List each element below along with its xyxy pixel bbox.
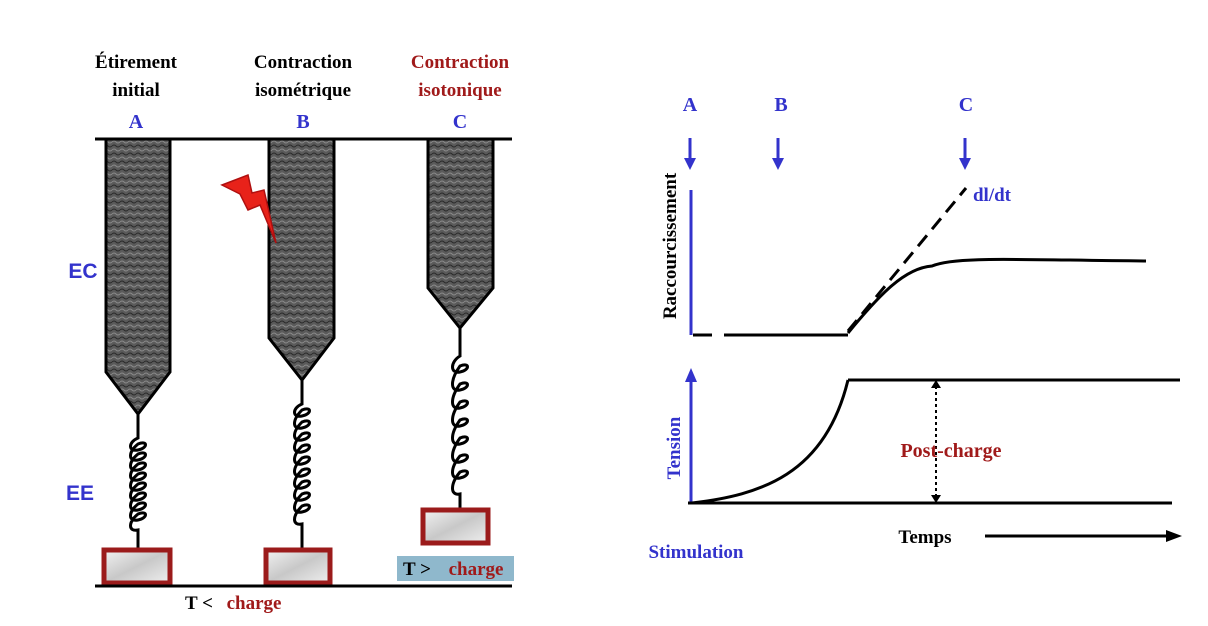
c-label-highlight bbox=[397, 556, 514, 581]
tension-axis bbox=[685, 368, 697, 503]
lightning-bolt-icon bbox=[220, 173, 277, 244]
weight-b bbox=[263, 547, 333, 586]
y-label-shortening: Raccourcissement bbox=[660, 172, 681, 319]
col-b-letter: B bbox=[296, 111, 309, 133]
marker-b: B bbox=[774, 94, 787, 116]
spring-c bbox=[451, 328, 469, 508]
weight-c bbox=[420, 507, 491, 546]
bottom-label-charge: charge bbox=[227, 593, 282, 614]
col-a-letter: A bbox=[129, 111, 144, 133]
weight-a bbox=[101, 547, 173, 586]
shortening-curve bbox=[846, 257, 1147, 334]
marker-c-arrow bbox=[959, 138, 971, 170]
marker-b-arrow bbox=[772, 138, 784, 170]
slope-tangent-line bbox=[846, 187, 968, 332]
slope-label: dl/dt bbox=[973, 185, 1012, 206]
c-label-charge: charge bbox=[449, 559, 504, 580]
stimulation-label: Stimulation bbox=[648, 542, 743, 563]
col-b-title-line1: Contraction bbox=[254, 52, 353, 73]
y-label-tension: Tension bbox=[664, 416, 685, 479]
tension-curve bbox=[691, 379, 850, 505]
marker-c: C bbox=[959, 94, 973, 116]
post-charge-double-arrow bbox=[931, 380, 941, 503]
bottom-label-t: T < bbox=[185, 593, 213, 614]
label-ee: EE bbox=[66, 482, 94, 505]
label-ec: EC bbox=[68, 260, 97, 283]
time-arrow bbox=[985, 530, 1182, 542]
spring-a bbox=[129, 414, 147, 548]
marker-a-arrow bbox=[684, 138, 696, 170]
muscle-c bbox=[426, 137, 495, 331]
col-a-title-line1: Étirement bbox=[95, 51, 178, 73]
spring-b bbox=[293, 380, 311, 548]
col-b-title-line2: isométrique bbox=[255, 80, 351, 101]
muscle-a bbox=[104, 137, 172, 417]
marker-a: A bbox=[683, 94, 698, 116]
c-label-t: T > bbox=[403, 559, 431, 580]
col-c-letter: C bbox=[453, 111, 467, 133]
muscle-b bbox=[267, 137, 336, 383]
col-c-title-line1: Contraction bbox=[411, 52, 510, 73]
col-c-title-line2: isotonique bbox=[418, 80, 501, 101]
post-charge-label: Post-charge bbox=[900, 440, 1001, 462]
x-label-time: Temps bbox=[898, 527, 951, 548]
col-a-title-line2: initial bbox=[112, 80, 160, 101]
